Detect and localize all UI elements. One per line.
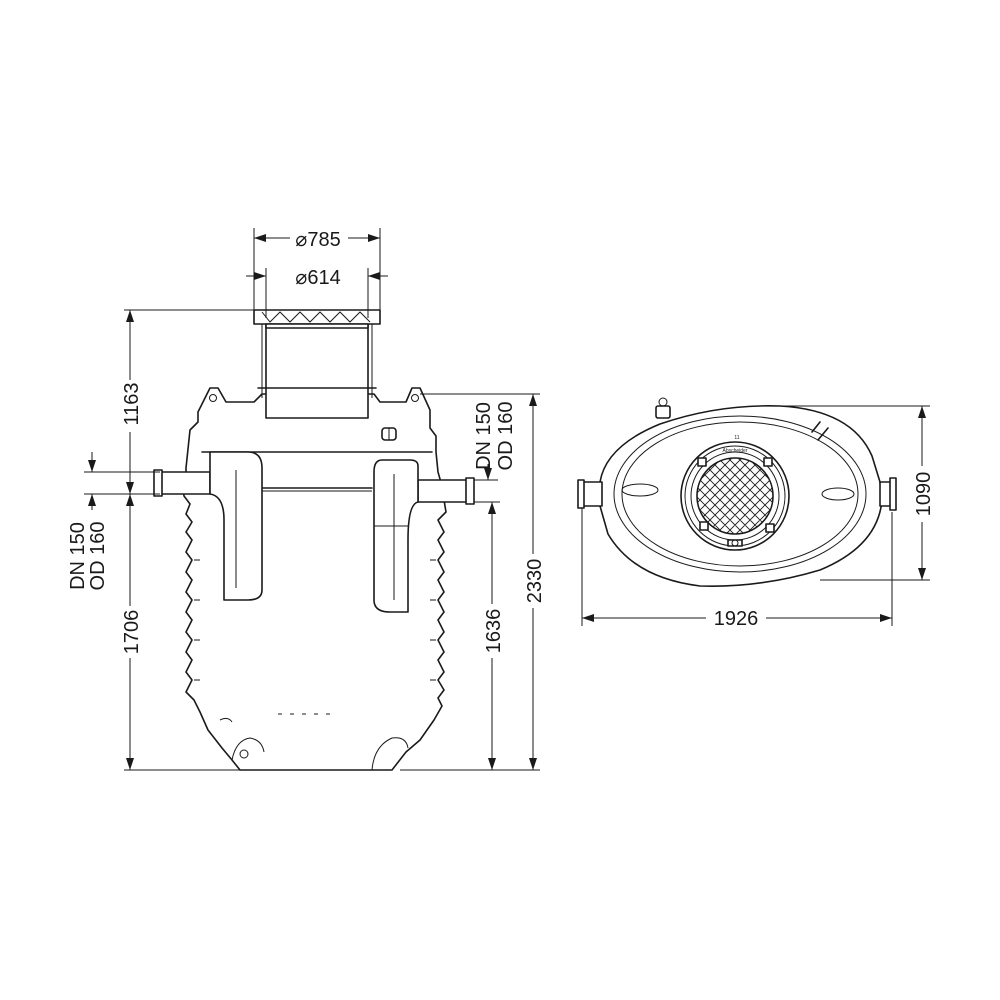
dim-1926-label: 1926	[714, 608, 759, 630]
dim-2330-label: 2330	[524, 559, 546, 604]
inlet-dn-label: DN 150	[67, 522, 89, 590]
cover-grid	[697, 458, 773, 534]
dim-1636-label: 1636	[483, 609, 505, 654]
diameter-symbol: ⌀	[295, 267, 307, 289]
dim-outer-diameter: ⌀785	[253, 228, 381, 310]
dim-top-depth: 1090	[780, 405, 935, 581]
top-view: Abscheider 11 1926 1090	[577, 397, 935, 630]
rib-marks	[194, 559, 436, 681]
cover-number: 11	[734, 435, 739, 441]
manhole-cover: Abscheider 11	[680, 435, 790, 551]
inlet-pipe	[159, 471, 211, 495]
dim-left-verticals: 1163 1706 DN 150 OD 160	[67, 309, 254, 771]
riser-shaft	[265, 317, 369, 419]
outlet-dn-label: DN 150	[473, 402, 495, 470]
dim-785-label: 785	[307, 229, 340, 251]
dim-1090-label: 1090	[913, 472, 935, 517]
dim-1163-label: 1163	[121, 382, 143, 425]
diameter-symbol: ⌀	[295, 229, 307, 251]
svg-text:⌀614: ⌀614	[295, 267, 340, 289]
cover-text: Abscheider	[722, 448, 747, 454]
inlet-od-label: OD 160	[87, 522, 109, 591]
svg-text:⌀785: ⌀785	[295, 229, 340, 251]
dim-right-verticals: 1636 2330 DN 150 OD 160	[400, 393, 546, 771]
outlet-od-label: OD 160	[495, 402, 517, 471]
dim-614-label: 614	[307, 267, 340, 289]
top-inlet-pipe	[581, 481, 603, 507]
dim-inner-diameter: ⌀614	[246, 267, 388, 318]
dim-1706-label: 1706	[121, 610, 143, 655]
dim-top-width: 1926	[581, 508, 893, 630]
outlet-pipe	[417, 479, 469, 503]
top-vent-fitting	[655, 405, 671, 419]
side-view: ⌀785 ⌀614	[67, 228, 546, 771]
cover-frame	[253, 309, 381, 325]
outlet-baffle	[373, 459, 419, 613]
